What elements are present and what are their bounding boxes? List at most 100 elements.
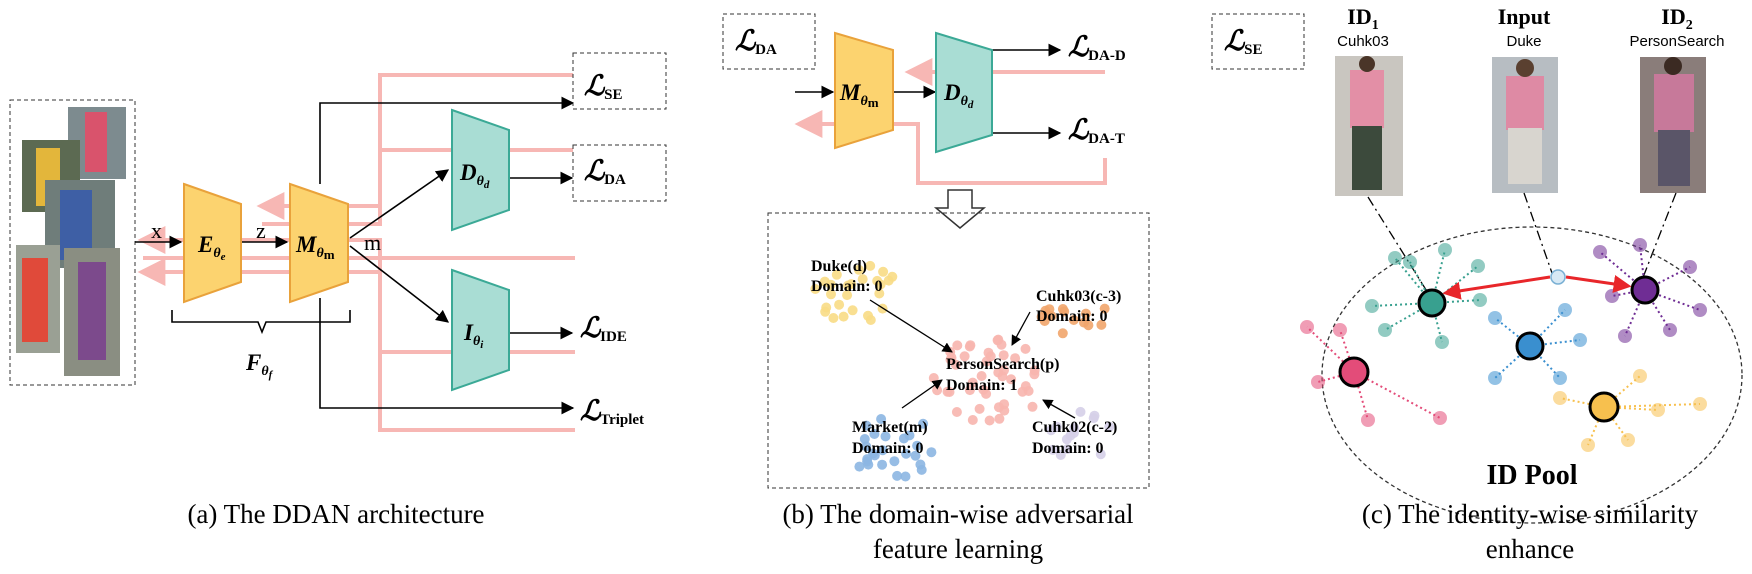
scatter-dot-cuhk02 — [1062, 444, 1073, 455]
domain-value-cuhk03: Domain: 0 — [1036, 308, 1108, 325]
cluster-leaf-pool_teal — [1403, 255, 1417, 269]
domain-value-cuhk02: Domain: 0 — [1032, 440, 1104, 457]
mapper-label-b: Mθm — [839, 80, 879, 110]
scatter-dot-cuhk02 — [1095, 449, 1106, 460]
forward-arrows-a — [135, 96, 575, 415]
input-source: Duke — [1506, 33, 1541, 50]
scatter-dot-cuhk03 — [1080, 308, 1091, 319]
scatter-dot-market — [877, 445, 888, 456]
cluster-leaf-pool_pink — [1333, 323, 1347, 337]
scatter-dot-personsearch — [950, 359, 961, 370]
scatter-dot-personsearch — [964, 385, 975, 396]
input-header: Input — [1498, 4, 1551, 29]
scatter-dot-personsearch — [994, 413, 1005, 424]
cluster-center-pool_blue — [1515, 331, 1545, 361]
cluster-leaf-pool_teal — [1471, 259, 1485, 273]
caption-c-line1: (c) The identity-wise similarity — [1362, 499, 1699, 529]
down-arrow-icon — [933, 189, 987, 229]
scatter-dot-duke — [834, 299, 845, 310]
cluster-leaf-pool_teal — [1365, 299, 1379, 313]
scatter-dot-market — [862, 454, 873, 465]
panel-c: ℒSE ID1 Cuhk03 Input Duke ID2 PersonSear… — [1211, 4, 1743, 564]
cluster-leaf-pool_purple — [1693, 303, 1707, 317]
cluster-leaf-pool_yellow — [1633, 369, 1647, 383]
caption-c-line2: enhance — [1486, 534, 1574, 564]
id2-source: PersonSearch — [1629, 33, 1724, 50]
cluster-leaf-pool_yellow — [1581, 438, 1595, 452]
scatter-dot-duke — [810, 284, 821, 294]
scatter-dot-market — [900, 471, 911, 482]
scatter-dot-market — [910, 450, 921, 461]
scatter-dot-personsearch — [928, 373, 939, 383]
loss-da-d-label: ℒDA-D — [1068, 32, 1126, 64]
scatter-dot-market — [854, 461, 865, 472]
cluster-edge-pool_purple — [1644, 266, 1691, 291]
panel-b: ℒDA Mθm Dθd ℒDA-D ℒDA-T Duke(d) D — [722, 13, 1150, 564]
cluster-edge-pool_blue — [1529, 339, 1581, 347]
domain-label-cuhk03: Cuhk03(c-3) — [1036, 288, 1121, 305]
scatter-dot-personsearch — [951, 407, 962, 417]
scatter-dot-market — [915, 459, 926, 470]
encoder-label: Eθe — [197, 232, 226, 263]
input-image — [1492, 57, 1558, 193]
scatter-dot-cuhk03 — [1039, 316, 1050, 326]
mapper-block — [289, 182, 349, 304]
mapper-block-b — [834, 31, 894, 150]
scatter-dot-personsearch — [959, 351, 970, 362]
scatter-dot-cuhk02 — [1104, 421, 1115, 432]
scatter-dot-market — [880, 431, 891, 442]
scatter-dot-personsearch — [1029, 369, 1040, 380]
scatter-dot-duke — [865, 260, 876, 271]
id-pool-ellipse — [1321, 226, 1743, 524]
scatter-dot-personsearch — [1006, 374, 1017, 385]
cluster-edge-pool_blue — [1529, 309, 1566, 347]
cluster-edge-pool_pink — [1353, 371, 1369, 421]
scatter-dot-duke — [826, 289, 836, 300]
var-m: m — [364, 230, 381, 255]
forward-arrows-b — [795, 43, 1062, 140]
loss-triplet-label: ℒTriplet — [580, 396, 644, 428]
loss-se-box — [572, 52, 667, 110]
var-x: x — [151, 218, 162, 243]
scatter-dot-personsearch — [976, 371, 987, 381]
cluster-edge-pool_blue — [1529, 345, 1561, 379]
cluster-edge-pool_teal — [1384, 302, 1433, 331]
caption-b-line1: (b) The domain-wise adversarial — [782, 499, 1133, 529]
scatter-dot-market — [859, 434, 870, 444]
scatter-dot-duke — [857, 274, 868, 285]
id-pool-clusters — [1300, 238, 1707, 452]
panel-a: Eθe Mθm Dθd Iθi x z m Fθf ℒSE ℒDA ℒIDE ℒ… — [9, 52, 667, 529]
scatter-dot-personsearch — [964, 341, 975, 352]
cluster-leaf-pool_purple — [1663, 323, 1677, 337]
cluster-leaf-pool_blue — [1553, 371, 1567, 385]
id2-image — [1640, 57, 1706, 193]
domain-scatter — [810, 260, 1115, 482]
scatter-dot-cuhk03 — [1040, 305, 1051, 316]
domain-label-duke: Duke(d) — [811, 258, 867, 275]
loss-se-label-c: ℒSE — [1224, 26, 1263, 58]
cluster-leaf-pool_purple — [1683, 260, 1697, 274]
scatter-dot-market — [877, 459, 888, 470]
cluster-leaf-pool_pink — [1433, 411, 1447, 425]
domain-value-market: Domain: 0 — [852, 440, 924, 457]
cluster-leaf-pool_teal — [1435, 335, 1449, 349]
scatter-dot-market — [892, 470, 903, 481]
cluster-center-pool_pink — [1338, 356, 1370, 388]
id-connectors — [1367, 192, 1677, 294]
var-z: z — [256, 218, 266, 243]
scatter-dot-cuhk02 — [1065, 430, 1076, 441]
input-person-images — [16, 107, 126, 376]
cluster-leaf-pool_purple — [1593, 245, 1607, 259]
scatter-dot-market — [876, 414, 887, 424]
scatter-dot-cuhk02 — [1089, 410, 1100, 421]
cluster-leaf-pool_blue — [1488, 311, 1502, 325]
scatter-dot-cuhk02 — [1075, 406, 1086, 417]
scatter-dot-duke — [887, 271, 898, 282]
scatter-dot-personsearch — [997, 371, 1008, 382]
loss-se-label: ℒSE — [584, 71, 623, 103]
id1-image — [1335, 56, 1403, 196]
scatter-dot-duke — [838, 311, 849, 322]
cluster-leaf-pool_blue — [1573, 333, 1587, 347]
